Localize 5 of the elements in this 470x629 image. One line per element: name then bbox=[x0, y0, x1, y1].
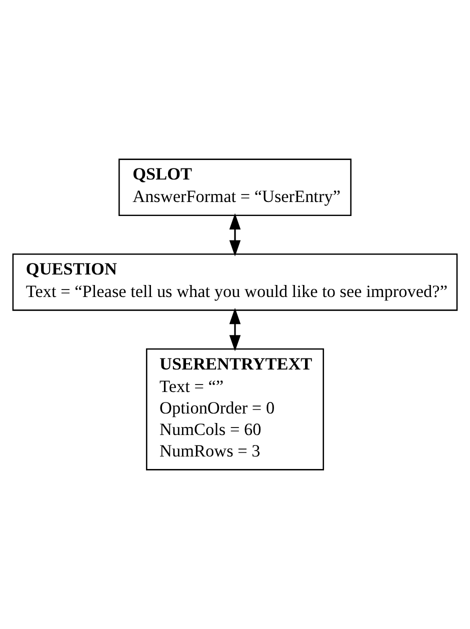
arrow bbox=[229, 308, 241, 352]
node-box: USERENTRYTEXT Text = “” OptionOrder = 0 NumCols = 60 NumRows = 3 bbox=[146, 348, 324, 470]
node-box: QUESTION Text = “Please tell us what you would like to see improved?” bbox=[12, 254, 458, 311]
arrow bbox=[229, 213, 241, 256]
node-box: QSLOT AnswerFormat = “UserEntry” bbox=[118, 158, 352, 216]
